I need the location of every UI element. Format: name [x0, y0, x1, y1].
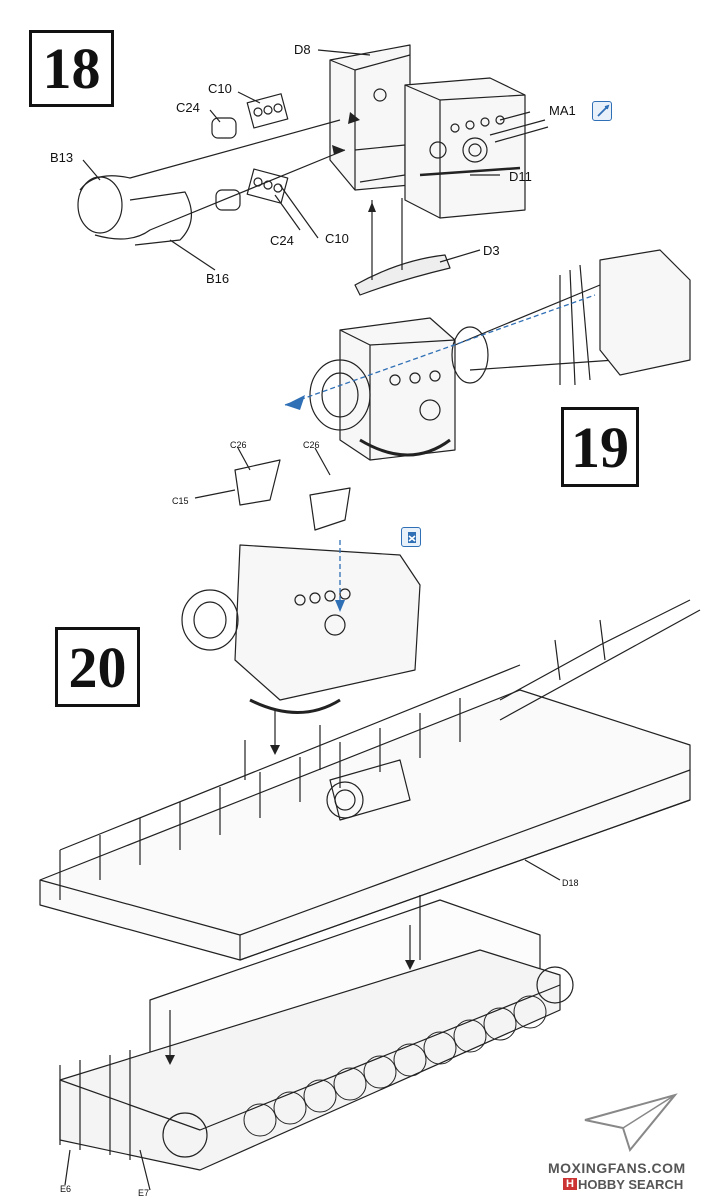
- paint-icon: [401, 527, 421, 547]
- part-label-c26-right: C26: [303, 440, 320, 450]
- part-label-d3: D3: [483, 243, 500, 258]
- part-label-c24-bottom: C24: [270, 233, 294, 248]
- watermark-hobby-badge: H: [563, 1178, 577, 1190]
- part-label-ma1: MA1: [549, 103, 576, 118]
- paper-plane-icon: [584, 1093, 678, 1153]
- watermark-logo: [575, 1090, 685, 1160]
- step-number-19: 19: [561, 407, 639, 487]
- part-label-c24-top: C24: [176, 100, 200, 115]
- part-label-c10-top: C10: [208, 81, 232, 96]
- part-label-e6: E6: [60, 1184, 72, 1194]
- part-label-e7: E7: [138, 1188, 150, 1198]
- part-label-b13: B13: [50, 150, 74, 165]
- step-number-18-text: 18: [42, 36, 101, 101]
- part-label-c15: C15: [172, 496, 189, 506]
- part-label-d11: D11: [509, 169, 532, 184]
- part-label-d8: D8: [294, 42, 311, 57]
- part-label-b16: B16: [206, 271, 230, 286]
- part-label-c26-left: C26: [230, 440, 247, 450]
- part-label-c10-bottom: C10: [325, 231, 349, 246]
- step-number-19-text: 19: [571, 414, 629, 480]
- watermark-site1: MOXINGFANS.COM: [548, 1160, 686, 1176]
- step-number-20: 20: [55, 627, 140, 707]
- watermark-site2: HOBBY SEARCH: [578, 1177, 684, 1192]
- part-label-d18: D18: [562, 878, 579, 888]
- step-number-18: 18: [29, 30, 114, 107]
- glue-icon: [592, 101, 612, 121]
- step-number-20-text: 20: [68, 634, 127, 700]
